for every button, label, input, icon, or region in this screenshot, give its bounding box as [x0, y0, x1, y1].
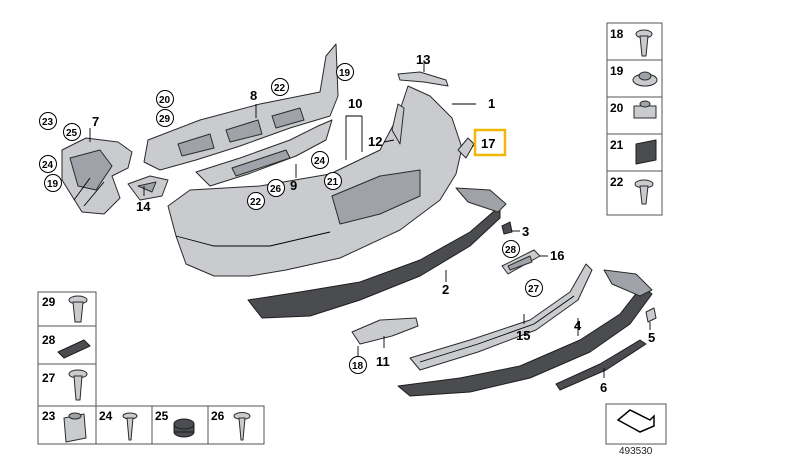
circled-24-main: 24 — [314, 156, 326, 167]
circled-22-mid: 22 — [250, 197, 262, 208]
callout-6: 6 — [600, 380, 607, 395]
expanding-rivet-icon — [68, 295, 88, 323]
circled-22-top: 22 — [274, 83, 286, 94]
circled-27: 27 — [528, 284, 540, 295]
lower-bracket-part — [351, 317, 419, 345]
push-nut-icon — [632, 71, 658, 87]
right-parts-panel: 18 19 20 21 22 — [606, 22, 663, 216]
circled-29-main: 29 — [159, 114, 171, 125]
circled-18: 18 — [352, 361, 364, 372]
callout-15: 15 — [516, 328, 530, 343]
speed-nut-icon — [633, 100, 657, 119]
circled-20: 20 — [159, 95, 171, 106]
hex-screw-icon — [233, 412, 251, 441]
orientation-symbol — [605, 403, 667, 445]
callout-14: 14 — [136, 199, 151, 214]
diagram-number: 493530 — [619, 446, 653, 455]
bumper-panel-part — [167, 85, 463, 277]
screw-icon — [634, 179, 654, 205]
panel-label-19: 19 — [610, 64, 624, 78]
callout-12: 12 — [368, 134, 382, 149]
highlight-frame — [473, 128, 507, 157]
diffuser-part — [247, 187, 507, 319]
callout-1: 1 — [488, 96, 495, 111]
foam-strip-icon — [57, 339, 91, 359]
plate-bracket-part — [501, 249, 541, 275]
callout-5: 5 — [648, 330, 655, 345]
small-left-bracket-part — [127, 175, 169, 201]
circled-25: 25 — [66, 128, 78, 139]
callout-2: 2 — [442, 282, 449, 297]
panel-label-23: 23 — [42, 409, 56, 423]
callout-8: 8 — [250, 88, 257, 103]
upper-carrier-part — [143, 43, 339, 171]
bottom-parts-row: 23 24 25 26 — [37, 405, 265, 445]
side-bracket-part — [61, 137, 133, 215]
top-trim-part — [397, 71, 449, 87]
leader-lines — [89, 60, 651, 378]
foam-pad-icon — [635, 139, 657, 165]
clip-part-5 — [645, 307, 657, 323]
trim-strip-part — [555, 339, 647, 391]
screw-small-icon — [122, 412, 138, 441]
panel-label-21: 21 — [610, 138, 624, 152]
callout-16: 16 — [550, 248, 564, 263]
panel-label-26: 26 — [211, 409, 225, 423]
direction-arrow-icon — [616, 409, 655, 433]
panel-label-25: 25 — [155, 409, 169, 423]
callout-13: 13 — [416, 52, 430, 67]
circled-26: 26 — [270, 184, 282, 195]
circled-21: 21 — [327, 177, 339, 188]
panel-label-20: 20 — [610, 101, 624, 115]
clip-nut-icon — [63, 412, 87, 443]
callout-9: 9 — [290, 178, 297, 193]
rear-diffuser-part-4 — [397, 269, 653, 397]
circled-24-left: 24 — [42, 160, 54, 171]
panel-label-22: 22 — [610, 175, 624, 189]
callout-4: 4 — [574, 318, 582, 333]
panel-label-24: 24 — [99, 409, 113, 423]
callout-10: 10 — [348, 96, 362, 111]
callout-11: 11 — [376, 354, 390, 369]
circled-23: 23 — [42, 117, 54, 128]
panel-label-29: 29 — [42, 295, 56, 309]
bolt-icon — [68, 369, 88, 401]
panel-label-27: 27 — [42, 371, 56, 385]
circled-19-left: 19 — [47, 179, 59, 190]
rubber-bumper-icon — [173, 418, 195, 438]
circled-callouts: 19 20 29 22 23 25 24 19 24 21 26 22 28 2… — [39, 63, 543, 374]
clip-part-3 — [501, 221, 513, 235]
trim-frame-part — [409, 263, 593, 371]
circled-19-top: 19 — [339, 68, 351, 79]
callout-3: 3 — [522, 224, 529, 239]
reflector-part — [391, 103, 405, 145]
pin-clip-icon — [635, 29, 653, 57]
panel-label-28: 28 — [42, 333, 56, 347]
lower-carrier-part — [195, 119, 333, 187]
circled-28: 28 — [505, 245, 517, 256]
callout-17-highlight[interactable]: 17 — [473, 128, 507, 157]
callout-7: 7 — [92, 114, 99, 129]
left-parts-panel: 29 28 27 — [37, 291, 97, 407]
callout-17: 17 — [481, 136, 495, 151]
panel-label-18: 18 — [610, 27, 624, 41]
